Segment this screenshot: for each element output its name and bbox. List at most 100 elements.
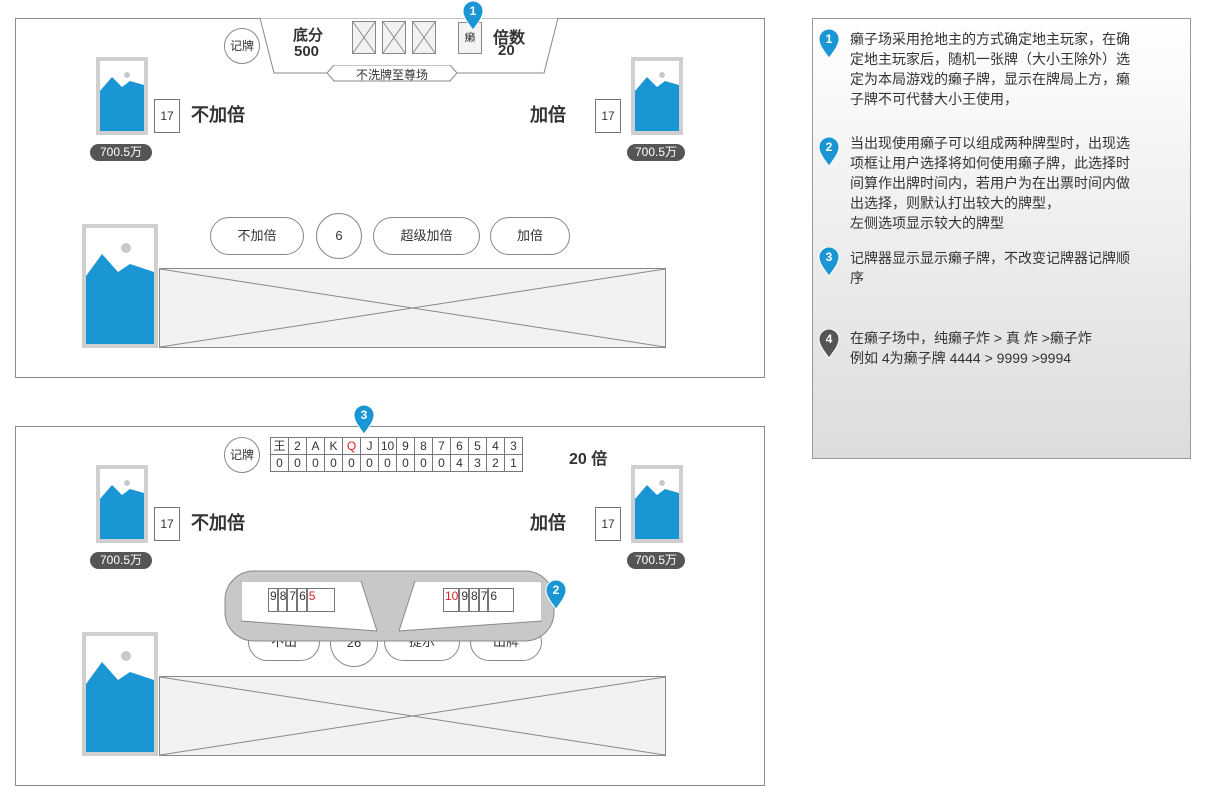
- option-card: 7: [287, 588, 298, 612]
- option-card: 6: [488, 588, 515, 612]
- laizi-card: 癞: [458, 22, 482, 54]
- note-text-4: 在癞子场中，纯癞子炸 > 真 炸 >癞子炸 例如 4为癞子牌 4444 > 99…: [850, 330, 1092, 366]
- multiplier-value: 20: [498, 42, 515, 59]
- left-player-money: 700.5万: [90, 552, 152, 569]
- tracker-count: 3: [468, 454, 487, 472]
- right-player-status: 加倍: [530, 105, 566, 125]
- note-marker-2: 2: [818, 137, 840, 167]
- left-player-status: 不加倍: [191, 513, 245, 533]
- option-card: 7: [478, 588, 489, 612]
- right-player-card-count: 17: [595, 507, 621, 541]
- annotation-notes-panel: 1 癞子场采用抢地主的方式确定地主玩家，在确 定地主玩家后，随机一张牌（大小王除…: [812, 18, 1191, 459]
- note-marker-4: 4: [818, 329, 840, 359]
- tracker-rank: 3: [504, 437, 523, 455]
- double-button[interactable]: 加倍: [490, 217, 570, 255]
- tracker-count: 0: [270, 454, 289, 472]
- player-hand-area[interactable]: [159, 676, 666, 756]
- left-player-status: 不加倍: [191, 105, 245, 125]
- room-banner-text: 不洗牌至尊场: [355, 68, 428, 82]
- tracker-count: 4: [450, 454, 469, 472]
- right-player-money: 700.5万: [627, 552, 685, 569]
- tracker-rank: 7: [432, 437, 451, 455]
- note-text-2: 当出现使用癞子可以组成两种牌型时，出现选 项框让用户选择将如何使用癞子牌，此选择…: [850, 135, 1130, 231]
- left-player-avatar: [96, 465, 148, 543]
- self-player-avatar: [82, 224, 158, 348]
- tracker-rank: K: [324, 437, 343, 455]
- option-card-rank: 7: [289, 589, 297, 603]
- note-marker-4-number: 4: [825, 332, 833, 346]
- multiplier-label: 倍数: [493, 30, 526, 47]
- annotation-marker-3-number: 3: [360, 408, 368, 422]
- option-card-rank: 9: [270, 589, 277, 603]
- note-marker-2-number: 2: [825, 140, 833, 154]
- option-card: 9: [459, 588, 470, 612]
- right-player-card-count: 17: [595, 99, 621, 133]
- option-card-rank: 6: [490, 589, 498, 603]
- right-player-avatar: [631, 57, 683, 135]
- option-card-laizi: 10: [443, 588, 460, 612]
- left-player-card-count: 17: [154, 99, 180, 133]
- tracker-rank-laizi: Q: [342, 437, 361, 455]
- annotation-marker-1-number: 1: [469, 4, 477, 18]
- tracker-count: 0: [324, 454, 343, 472]
- option-card-rank: 8: [471, 589, 478, 603]
- annotation-marker-2-number: 2: [552, 583, 560, 597]
- tracker-rank: 2: [288, 437, 307, 455]
- room-banner: 不洗牌至尊场: [326, 65, 458, 82]
- option-card-laizi: 5: [306, 588, 335, 612]
- tracker-rank: J: [360, 437, 379, 455]
- game-table-bidding: 底分 500 癞 倍数 20 不洗牌至尊场 记牌 700.5万 17 不加倍 7…: [15, 1, 765, 378]
- tracker-count: 0: [432, 454, 451, 472]
- tracker-count: 0: [306, 454, 325, 472]
- tracker-count: 0: [288, 454, 307, 472]
- right-player-avatar: [631, 465, 683, 543]
- option-card-rank: 7: [480, 589, 488, 603]
- tracker-count: 1: [504, 454, 523, 472]
- player-hand-area[interactable]: [159, 268, 666, 348]
- option-card: 8: [469, 588, 479, 612]
- tracker-count: 0: [342, 454, 361, 472]
- card-tracker-button[interactable]: 记牌: [224, 437, 260, 473]
- annotation-marker-2: 2: [545, 580, 567, 610]
- tracker-rank: A: [306, 437, 325, 455]
- no-double-button[interactable]: 不加倍: [210, 217, 304, 255]
- tracker-count: 0: [378, 454, 397, 472]
- option-card-laizi-rank: 5: [308, 589, 316, 603]
- option-card-rank: 9: [461, 589, 469, 603]
- option-card-laizi-rank: 10: [445, 589, 459, 603]
- tracker-ranks-row: 王 2 A K Q J 10 9 8 7 6 5 4 3: [270, 437, 523, 455]
- option-card-rank: 8: [279, 589, 287, 603]
- option-card: 9: [268, 588, 278, 612]
- super-double-button[interactable]: 超级加倍: [373, 217, 480, 255]
- left-player-money: 700.5万: [90, 144, 152, 161]
- annotation-marker-3: 3: [353, 405, 375, 435]
- tracker-rank: 6: [450, 437, 469, 455]
- option-card: 6: [297, 588, 307, 612]
- option-card: 8: [277, 588, 288, 612]
- tracker-counts-row: 0 0 0 0 0 0 0 0 0 0 4 3 2 1: [270, 454, 523, 472]
- tracker-rank: 8: [414, 437, 433, 455]
- right-player-status: 加倍: [530, 513, 566, 533]
- option-card-rank: 6: [299, 589, 306, 603]
- note-marker-3: 3: [818, 247, 840, 277]
- multiplier-display: 20 倍: [569, 451, 608, 468]
- tracker-count: 0: [414, 454, 433, 472]
- game-table-playing: 记牌 王 2 A K Q J 10 9 8 7 6 5 4 3 0 0 0 0 …: [15, 405, 765, 786]
- score-board-frame: [259, 18, 559, 74]
- tracker-count: 0: [396, 454, 415, 472]
- tracker-rank: 王: [270, 437, 289, 455]
- note-marker-3-number: 3: [825, 250, 833, 264]
- right-player-money: 700.5万: [627, 144, 685, 161]
- left-player-card-count: 17: [154, 507, 180, 541]
- left-player-avatar: [96, 57, 148, 135]
- base-score-value: 500: [294, 43, 320, 60]
- tracker-rank: 10: [378, 437, 397, 455]
- card-tracker-button[interactable]: 记牌: [224, 28, 260, 64]
- note-text-3: 记牌器显示显示癞子牌，不改变记牌器记牌顺 序: [850, 250, 1130, 286]
- tracker-count: 2: [486, 454, 505, 472]
